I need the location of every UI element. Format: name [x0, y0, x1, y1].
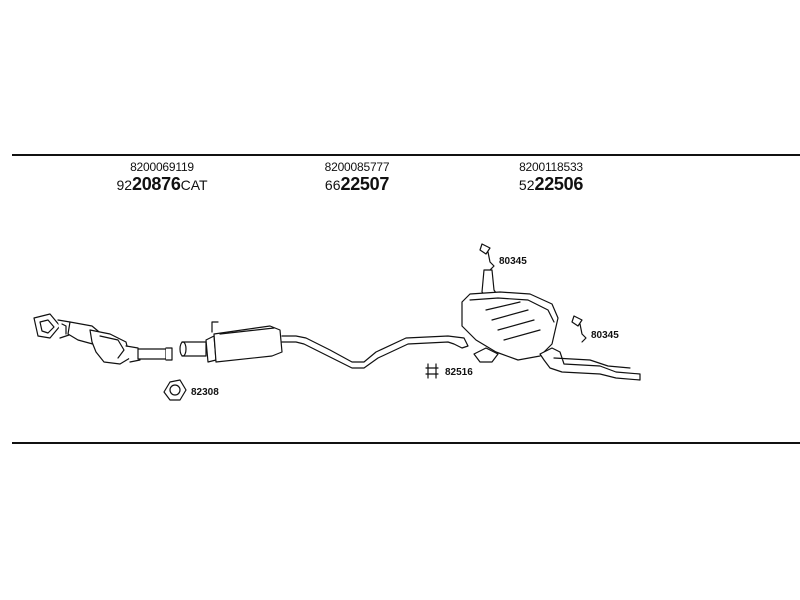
oem-number: 8200069119	[130, 160, 194, 174]
clamp-part	[425, 363, 439, 379]
middle-silencer	[179, 321, 469, 369]
callout-hanger-top: 80345	[499, 256, 527, 267]
hanger-part-top	[479, 243, 495, 271]
bottom-divider	[12, 442, 800, 444]
article-number: 5222506	[518, 174, 584, 194]
article-number: 6622507	[324, 174, 390, 194]
oem-number: 8200118533	[519, 160, 583, 174]
catalytic-converter	[33, 313, 173, 365]
callout-gasket: 82308	[191, 387, 219, 398]
rear-silencer	[461, 269, 641, 381]
gasket-part	[163, 379, 187, 401]
part-label-rear-silencer: 8200118533 5222506	[471, 160, 631, 196]
article-number: 9220876CAT	[116, 174, 208, 194]
hanger-part-right	[571, 315, 587, 343]
oem-number: 8200085777	[324, 160, 390, 174]
callout-hanger-right: 80345	[591, 330, 619, 341]
callout-clamp: 82516	[445, 367, 473, 378]
top-divider	[12, 154, 800, 156]
part-label-middle-silencer: 8200085777 6622507	[277, 160, 437, 196]
part-label-catalytic-converter: 8200069119 9220876CAT	[82, 160, 242, 196]
